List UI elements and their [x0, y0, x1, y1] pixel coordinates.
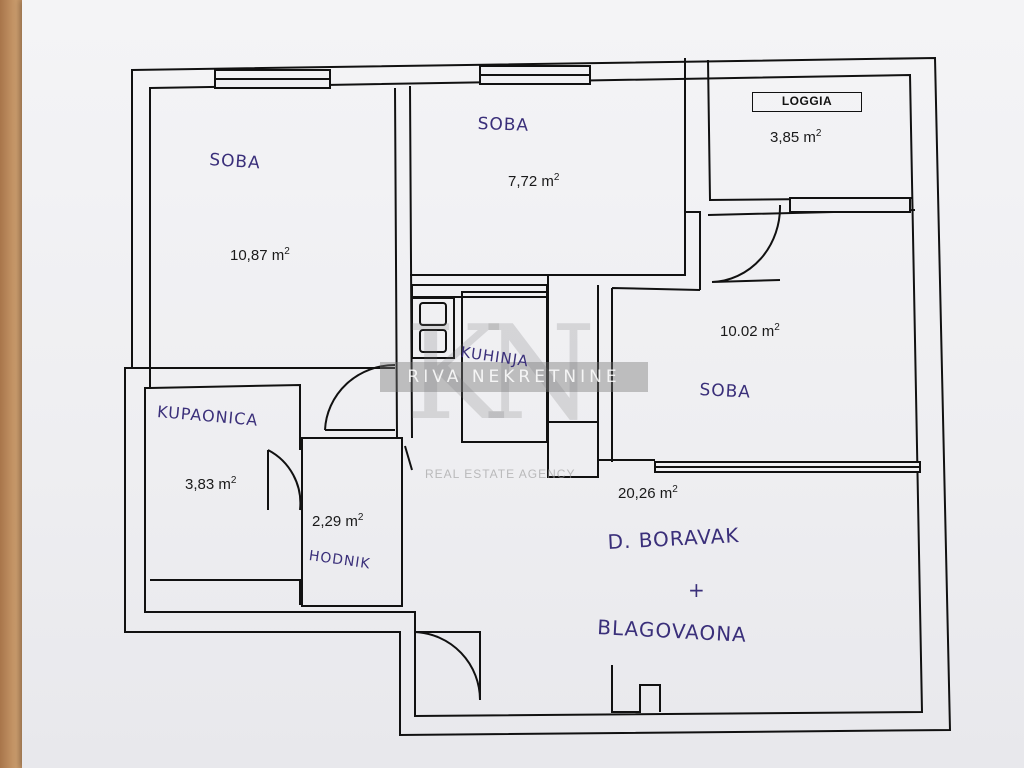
area-boravak: 20,26 m2 — [618, 484, 678, 502]
door-hallway — [324, 363, 396, 431]
watermark-banner: RIVA NEKRETNINE — [380, 362, 648, 392]
area-soba-right: 10.02 m2 — [720, 322, 780, 340]
door-entrance — [414, 631, 482, 701]
loggia-label: LOGGIA — [752, 92, 862, 112]
paper-sheet — [22, 0, 1024, 768]
wall-soba-left — [394, 85, 413, 439]
outer-wall — [124, 56, 952, 737]
name-boravak-line2: + — [688, 578, 706, 602]
watermark-subtext: REAL ESTATE AGENCY — [425, 467, 576, 481]
wall-stub — [611, 665, 661, 713]
door-bathroom — [267, 449, 302, 511]
wall-bathroom — [132, 367, 395, 605]
name-soba-top: SOBA — [477, 114, 530, 136]
hallway — [301, 437, 403, 607]
area-loggia: 3,85 m2 — [770, 128, 822, 146]
name-soba-left: SOBA — [208, 150, 262, 174]
watermark-logo: KN — [405, 297, 596, 449]
inner-outer-wall — [144, 73, 924, 718]
area-kupaonica: 3,83 m2 — [185, 475, 237, 493]
name-soba-right: SOBA — [698, 380, 752, 403]
area-hodnik: 2,29 m2 — [312, 512, 364, 530]
window-loggia — [789, 197, 911, 213]
door-loggia — [711, 204, 782, 283]
fridge — [547, 421, 599, 478]
area-soba-left: 10,87 m2 — [230, 246, 290, 264]
area-soba-top: 7,72 m2 — [508, 172, 560, 190]
wall-soba-top-bottom — [410, 211, 701, 290]
